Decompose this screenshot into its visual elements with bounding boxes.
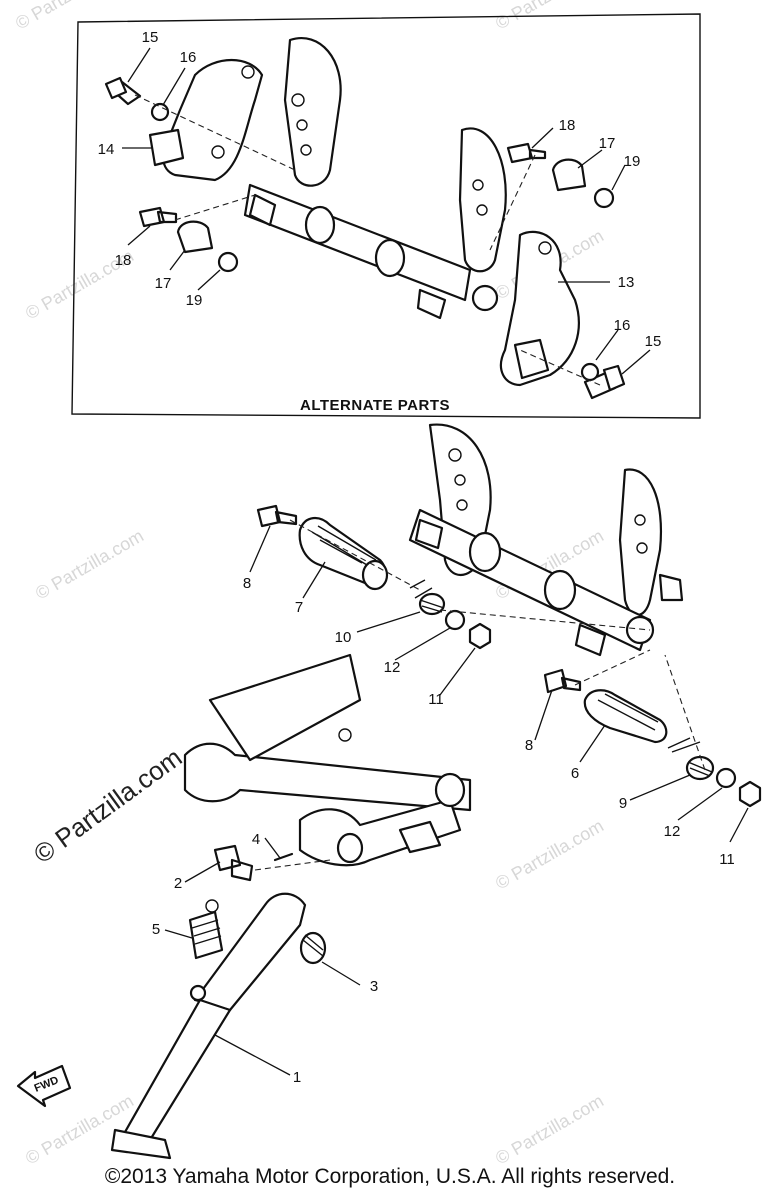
footrest-6 <box>583 689 668 744</box>
sidestand-bracket <box>193 892 307 1012</box>
sidestand-1 <box>123 998 232 1142</box>
callout-18: 18 <box>559 117 576 134</box>
callout-17: 17 <box>599 135 616 152</box>
callout-8: 8 <box>525 737 533 754</box>
bolt-2 <box>213 844 254 882</box>
frame-rail-right <box>618 468 662 617</box>
callout-19: 19 <box>624 153 641 170</box>
stopper-17-right <box>551 158 587 192</box>
spring-10 <box>409 579 446 616</box>
bolt-8-lower <box>543 668 582 694</box>
cotter-pin-4 <box>273 852 294 862</box>
bolt-18-right <box>506 142 547 164</box>
callout-17: 17 <box>155 275 172 292</box>
nut-11-upper <box>468 622 492 650</box>
frame-footrest-assembly <box>256 423 762 808</box>
bolt-18-left <box>138 206 178 228</box>
callout-7: 7 <box>295 599 303 616</box>
leader-lines <box>122 47 749 1076</box>
frame-plate <box>208 653 362 762</box>
callout-16: 16 <box>614 317 631 334</box>
bolt-8-upper <box>256 504 298 528</box>
callout-3: 3 <box>370 978 378 995</box>
callout-11: 11 <box>428 691 444 708</box>
nut-11-lower <box>738 780 762 808</box>
callout-4: 4 <box>252 831 260 848</box>
callout-16: 16 <box>180 49 197 66</box>
callout-13: 13 <box>618 274 635 291</box>
inset-frame <box>71 13 701 419</box>
watermark: © Partzilla.com <box>492 815 607 893</box>
frame-crossmember <box>183 742 472 812</box>
callout-12: 12 <box>664 823 681 840</box>
callout-19: 19 <box>186 292 203 309</box>
washer-16-lower <box>580 362 600 382</box>
stopper-17-left <box>176 220 214 254</box>
callout-14: 14 <box>98 141 115 158</box>
alternate-parts-inset: ALTERNATE PARTS <box>71 13 701 419</box>
callout-11: 11 <box>719 851 735 868</box>
watermark: © Partzilla.com <box>32 525 147 603</box>
nut-19-left <box>217 251 239 273</box>
spring-5 <box>188 910 224 960</box>
footrest-crossbar <box>243 183 472 302</box>
spring-9 <box>667 737 715 781</box>
callout-2: 2 <box>174 875 182 892</box>
frame-bracket-right <box>458 127 507 273</box>
washer-16-upper <box>150 102 170 122</box>
sidestand-foot <box>110 1128 172 1160</box>
callout-8: 8 <box>243 575 251 592</box>
direction-arrow: FWD <box>16 1064 72 1108</box>
bolt-15-upper <box>104 76 142 106</box>
watermark: © Partzilla.com <box>12 0 127 33</box>
callout-15: 15 <box>645 333 662 350</box>
callout-5: 5 <box>152 921 160 938</box>
washer-12-upper <box>444 609 466 631</box>
footrest-mount-bar <box>408 508 652 652</box>
callout-15: 15 <box>142 29 159 46</box>
callout-18: 18 <box>115 252 132 269</box>
inset-label: ALTERNATE PARTS <box>300 397 450 414</box>
watermark: © Partzilla.com <box>492 1090 607 1168</box>
copyright-text: ©2013 Yamaha Motor Corporation, U.S.A. A… <box>104 1165 676 1188</box>
callout-1: 1 <box>293 1069 301 1086</box>
callout-6: 6 <box>571 765 579 782</box>
nut-19-right <box>593 187 615 209</box>
callout-12: 12 <box>384 659 401 676</box>
washer-12-lower <box>715 767 737 789</box>
callout-10: 10 <box>335 629 352 646</box>
frame-tube <box>298 798 462 867</box>
frame-lower <box>183 653 472 871</box>
frame-bracket-left <box>283 37 342 187</box>
callout-labels: 15 16 14 18 17 19 18 17 19 13 16 15 8 7 … <box>98 29 735 1086</box>
sidestand-assembly <box>110 844 327 1160</box>
callout-9: 9 <box>619 795 627 812</box>
